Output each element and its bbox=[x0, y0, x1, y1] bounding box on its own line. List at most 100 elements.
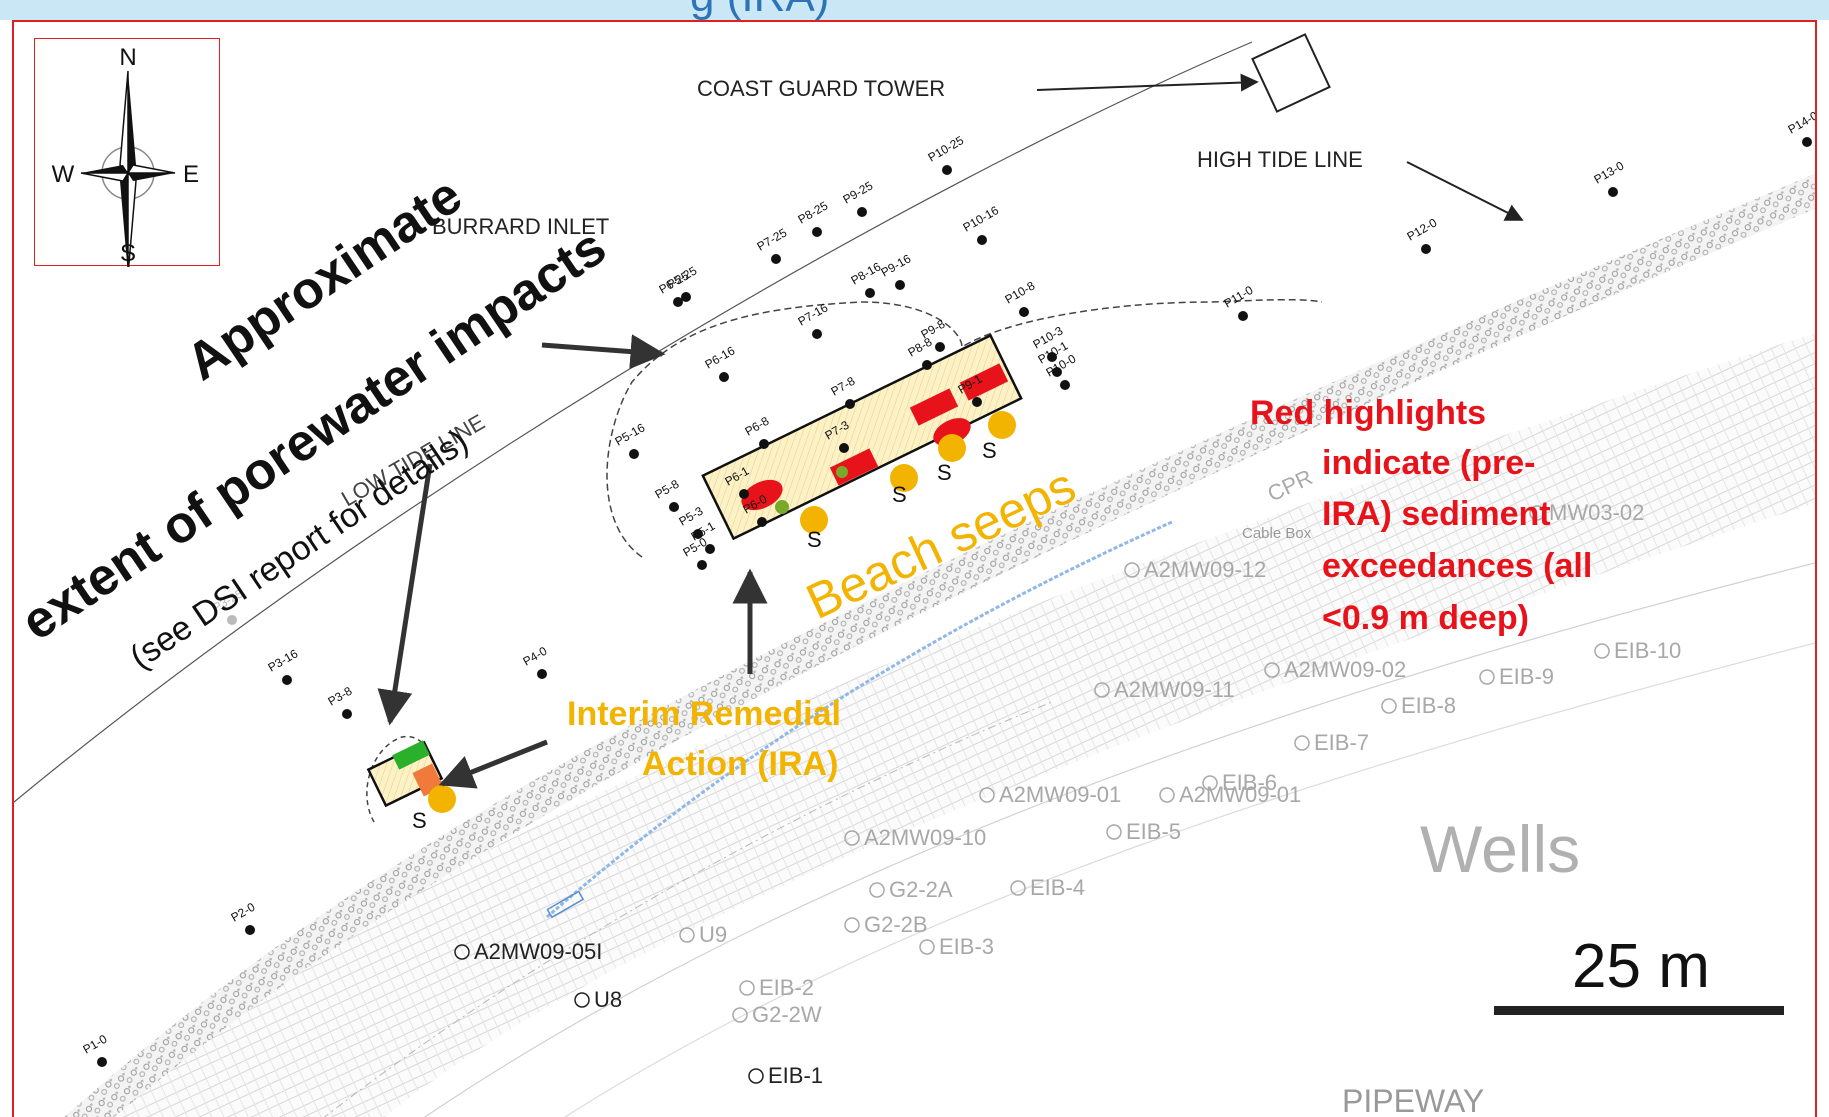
well-marker bbox=[919, 939, 935, 955]
well-marker bbox=[1294, 735, 1310, 751]
well-marker bbox=[1159, 787, 1175, 803]
compass-s: S bbox=[120, 240, 136, 267]
sample-point-label: P11-0 bbox=[1222, 283, 1256, 311]
well-marker bbox=[1529, 505, 1545, 521]
well-marker bbox=[1010, 880, 1026, 896]
well-label: EIB-7 bbox=[1314, 730, 1369, 755]
sample-point-marker bbox=[812, 227, 822, 237]
well-marker bbox=[1124, 562, 1140, 578]
sample-point-marker bbox=[227, 615, 237, 625]
sample-point-label: P10-16 bbox=[961, 203, 1002, 235]
sample-point-marker bbox=[771, 254, 781, 264]
scale-bar-label: 25 m bbox=[1572, 932, 1710, 1001]
sample-point-marker bbox=[895, 280, 905, 290]
well-label: A2MW09-05I bbox=[474, 939, 602, 964]
red-note-line2: indicate (pre- bbox=[1322, 444, 1535, 482]
sample-point-marker bbox=[922, 360, 932, 370]
scale-bar bbox=[1494, 1006, 1784, 1015]
well-marker bbox=[574, 992, 590, 1008]
sample-point-label: P7-25 bbox=[755, 225, 790, 253]
sample-point-marker bbox=[1608, 187, 1618, 197]
sample-point-marker bbox=[759, 439, 769, 449]
label-pipeway: PIPEWAY bbox=[1342, 1083, 1484, 1117]
ira-area-small bbox=[366, 740, 456, 813]
well-label: G2-2W bbox=[752, 1002, 822, 1027]
well-marker bbox=[1094, 682, 1110, 698]
well-marker bbox=[1381, 698, 1397, 714]
well-label: EIB-2 bbox=[759, 975, 814, 1000]
well-label: EIB-4 bbox=[1030, 875, 1085, 900]
sample-point-label: P12-0 bbox=[1405, 215, 1440, 243]
sample-point-label: P7-16 bbox=[796, 300, 831, 328]
site-map-svg: P1-0P2-0P3-8P3-16P3-25P4-0P5-0P5-1P5-3P5… bbox=[14, 33, 1818, 1117]
sample-point-label: P1-0 bbox=[81, 1032, 110, 1057]
well-label: G2-2A bbox=[889, 877, 953, 902]
well-label: MW03-02 bbox=[1549, 500, 1644, 525]
sample-point-marker bbox=[97, 1057, 107, 1067]
well-label: EIB-8 bbox=[1401, 693, 1456, 718]
compass-w: W bbox=[52, 161, 75, 188]
sample-point-marker bbox=[681, 292, 691, 302]
sample-point-marker bbox=[757, 517, 767, 527]
utility-corridor bbox=[546, 520, 1173, 919]
wells-label: Wells bbox=[1420, 812, 1580, 886]
well-label: A2MW09-12 bbox=[1144, 557, 1266, 582]
well-label: A2MW09-01 bbox=[999, 782, 1121, 807]
sample-point-marker bbox=[282, 675, 292, 685]
label-high-tide-line: HIGH TIDE LINE bbox=[1197, 147, 1363, 172]
well-marker bbox=[1202, 775, 1218, 791]
sample-point-label: P3-16 bbox=[266, 646, 301, 674]
well-marker bbox=[1594, 643, 1610, 659]
sample-point-marker bbox=[845, 399, 855, 409]
well-marker bbox=[739, 980, 755, 996]
sample-point-label: P13-0 bbox=[1592, 158, 1627, 186]
well-marker bbox=[732, 1007, 748, 1023]
well-label: EIB-5 bbox=[1126, 819, 1181, 844]
sample-point-marker bbox=[1019, 307, 1029, 317]
sample-point-label: P5-16 bbox=[613, 420, 648, 448]
compass-n: N bbox=[119, 44, 136, 71]
well-marker bbox=[844, 830, 860, 846]
well-label: A2MW09-02 bbox=[1284, 657, 1406, 682]
sample-point-marker bbox=[705, 544, 715, 554]
title-band: g (IRA) bbox=[0, 0, 1829, 20]
north-arrow: N S W E bbox=[34, 38, 220, 276]
sample-point-label: P9-25 bbox=[841, 178, 876, 206]
sample-point-marker bbox=[693, 529, 703, 539]
sample-point-marker bbox=[1047, 352, 1057, 362]
sample-point-marker bbox=[812, 329, 822, 339]
red-note-line5: <0.9 m deep) bbox=[1322, 599, 1529, 637]
red-note-line3: IRA) sediment bbox=[1322, 495, 1551, 533]
sample-point-marker bbox=[977, 235, 987, 245]
sample-point-label: P8-25 bbox=[796, 198, 831, 226]
shoreline-gravel bbox=[64, 173, 1815, 1117]
sample-point-label: P14-0 bbox=[1786, 108, 1818, 136]
well-label: EIB-6 bbox=[1222, 770, 1277, 795]
sample-point-marker bbox=[935, 342, 945, 352]
well-marker bbox=[844, 917, 860, 933]
sample-point-label: P3-8 bbox=[326, 684, 355, 709]
sample-point-marker bbox=[629, 449, 639, 459]
well-label: G2-2B bbox=[864, 912, 928, 937]
coast-guard-tower bbox=[1251, 33, 1331, 113]
sample-point-marker bbox=[942, 165, 952, 175]
seep-marker: S bbox=[412, 808, 427, 833]
porewater-boundary bbox=[606, 298, 1323, 558]
ira-label-line1: Interim Remedial bbox=[567, 695, 841, 733]
well-marker bbox=[979, 787, 995, 803]
sample-point-label: P7-8 bbox=[829, 374, 858, 399]
sample-point-label: P9-16 bbox=[879, 251, 914, 279]
title-fragment: g (IRA) bbox=[690, 0, 829, 20]
well-marker bbox=[1264, 662, 1280, 678]
sample-point-label: P5-8 bbox=[653, 477, 682, 502]
sample-point-marker bbox=[537, 669, 547, 679]
sample-point-label: P6-8 bbox=[743, 414, 772, 439]
ira-label-line2: Action (IRA) bbox=[642, 745, 838, 783]
sample-point-marker bbox=[673, 297, 683, 307]
sample-point-label: P9-8 bbox=[919, 317, 948, 342]
sample-point-marker bbox=[1060, 380, 1070, 390]
sample-point-label: P10-8 bbox=[1003, 278, 1038, 306]
compass-e: E bbox=[183, 161, 199, 188]
